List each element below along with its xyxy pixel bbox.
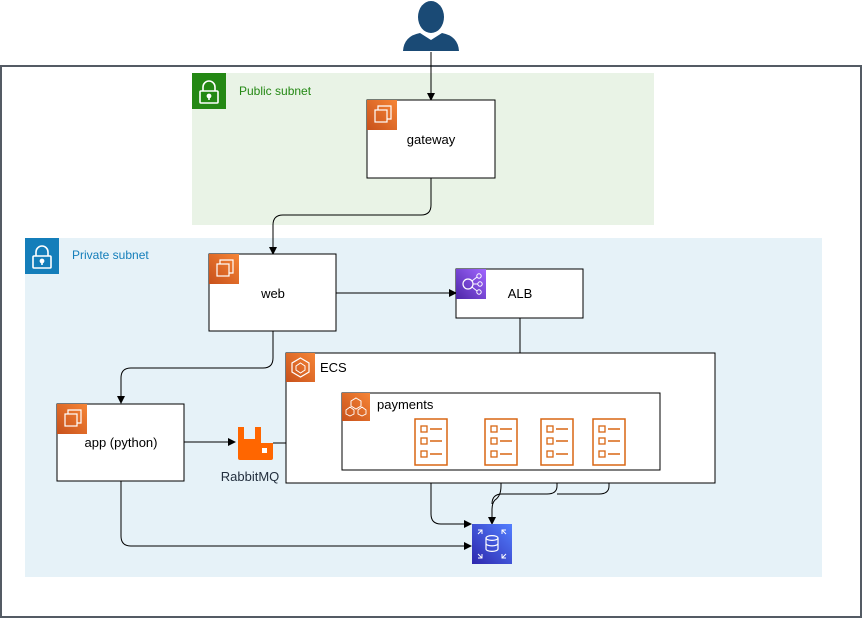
alb-node[interactable]: ALB	[455, 268, 584, 319]
elastic-load-balancer-icon	[456, 269, 486, 299]
app-label: app (python)	[85, 435, 158, 450]
edge-task1-db	[430, 466, 472, 528]
web-node[interactable]: web	[208, 253, 337, 332]
container-task-icon	[484, 418, 518, 466]
container-task-icon	[414, 418, 448, 466]
task-icons	[414, 418, 626, 466]
gateway-ec2-icon	[367, 100, 397, 130]
container-task-icon	[540, 418, 574, 466]
alb-label: ALB	[508, 286, 533, 301]
container-task-icon	[592, 418, 626, 466]
ecs-icon	[286, 353, 315, 382]
app-node[interactable]: app (python)	[56, 403, 185, 482]
private-subnet-label: Private subnet	[72, 248, 149, 262]
private-subnet-lock-icon	[32, 245, 52, 269]
public-subnet-lock-icon	[199, 80, 219, 104]
edge-task3-db	[491, 466, 558, 505]
gateway-node[interactable]: gateway	[366, 99, 496, 179]
fargate-icon	[342, 393, 370, 421]
edge-task4-db	[557, 466, 610, 495]
rabbitmq-icon	[238, 427, 273, 460]
ecs-label: ECS	[320, 360, 347, 375]
edge-web-app	[117, 331, 274, 404]
gateway-label: gateway	[407, 132, 456, 147]
edge-task2-db	[488, 466, 502, 525]
user-icon	[403, 1, 459, 51]
edge-app-db	[120, 481, 472, 550]
web-ec2-icon	[209, 254, 239, 284]
web-label: web	[260, 286, 285, 301]
rabbitmq-node[interactable]: RabbitMQ	[221, 427, 280, 484]
rabbitmq-label: RabbitMQ	[221, 469, 280, 484]
database-icon	[472, 524, 512, 564]
app-ec2-icon	[57, 404, 87, 434]
edge-gateway-web	[269, 178, 432, 255]
payments-label: payments	[377, 397, 434, 412]
public-subnet-label: Public subnet	[239, 84, 312, 98]
